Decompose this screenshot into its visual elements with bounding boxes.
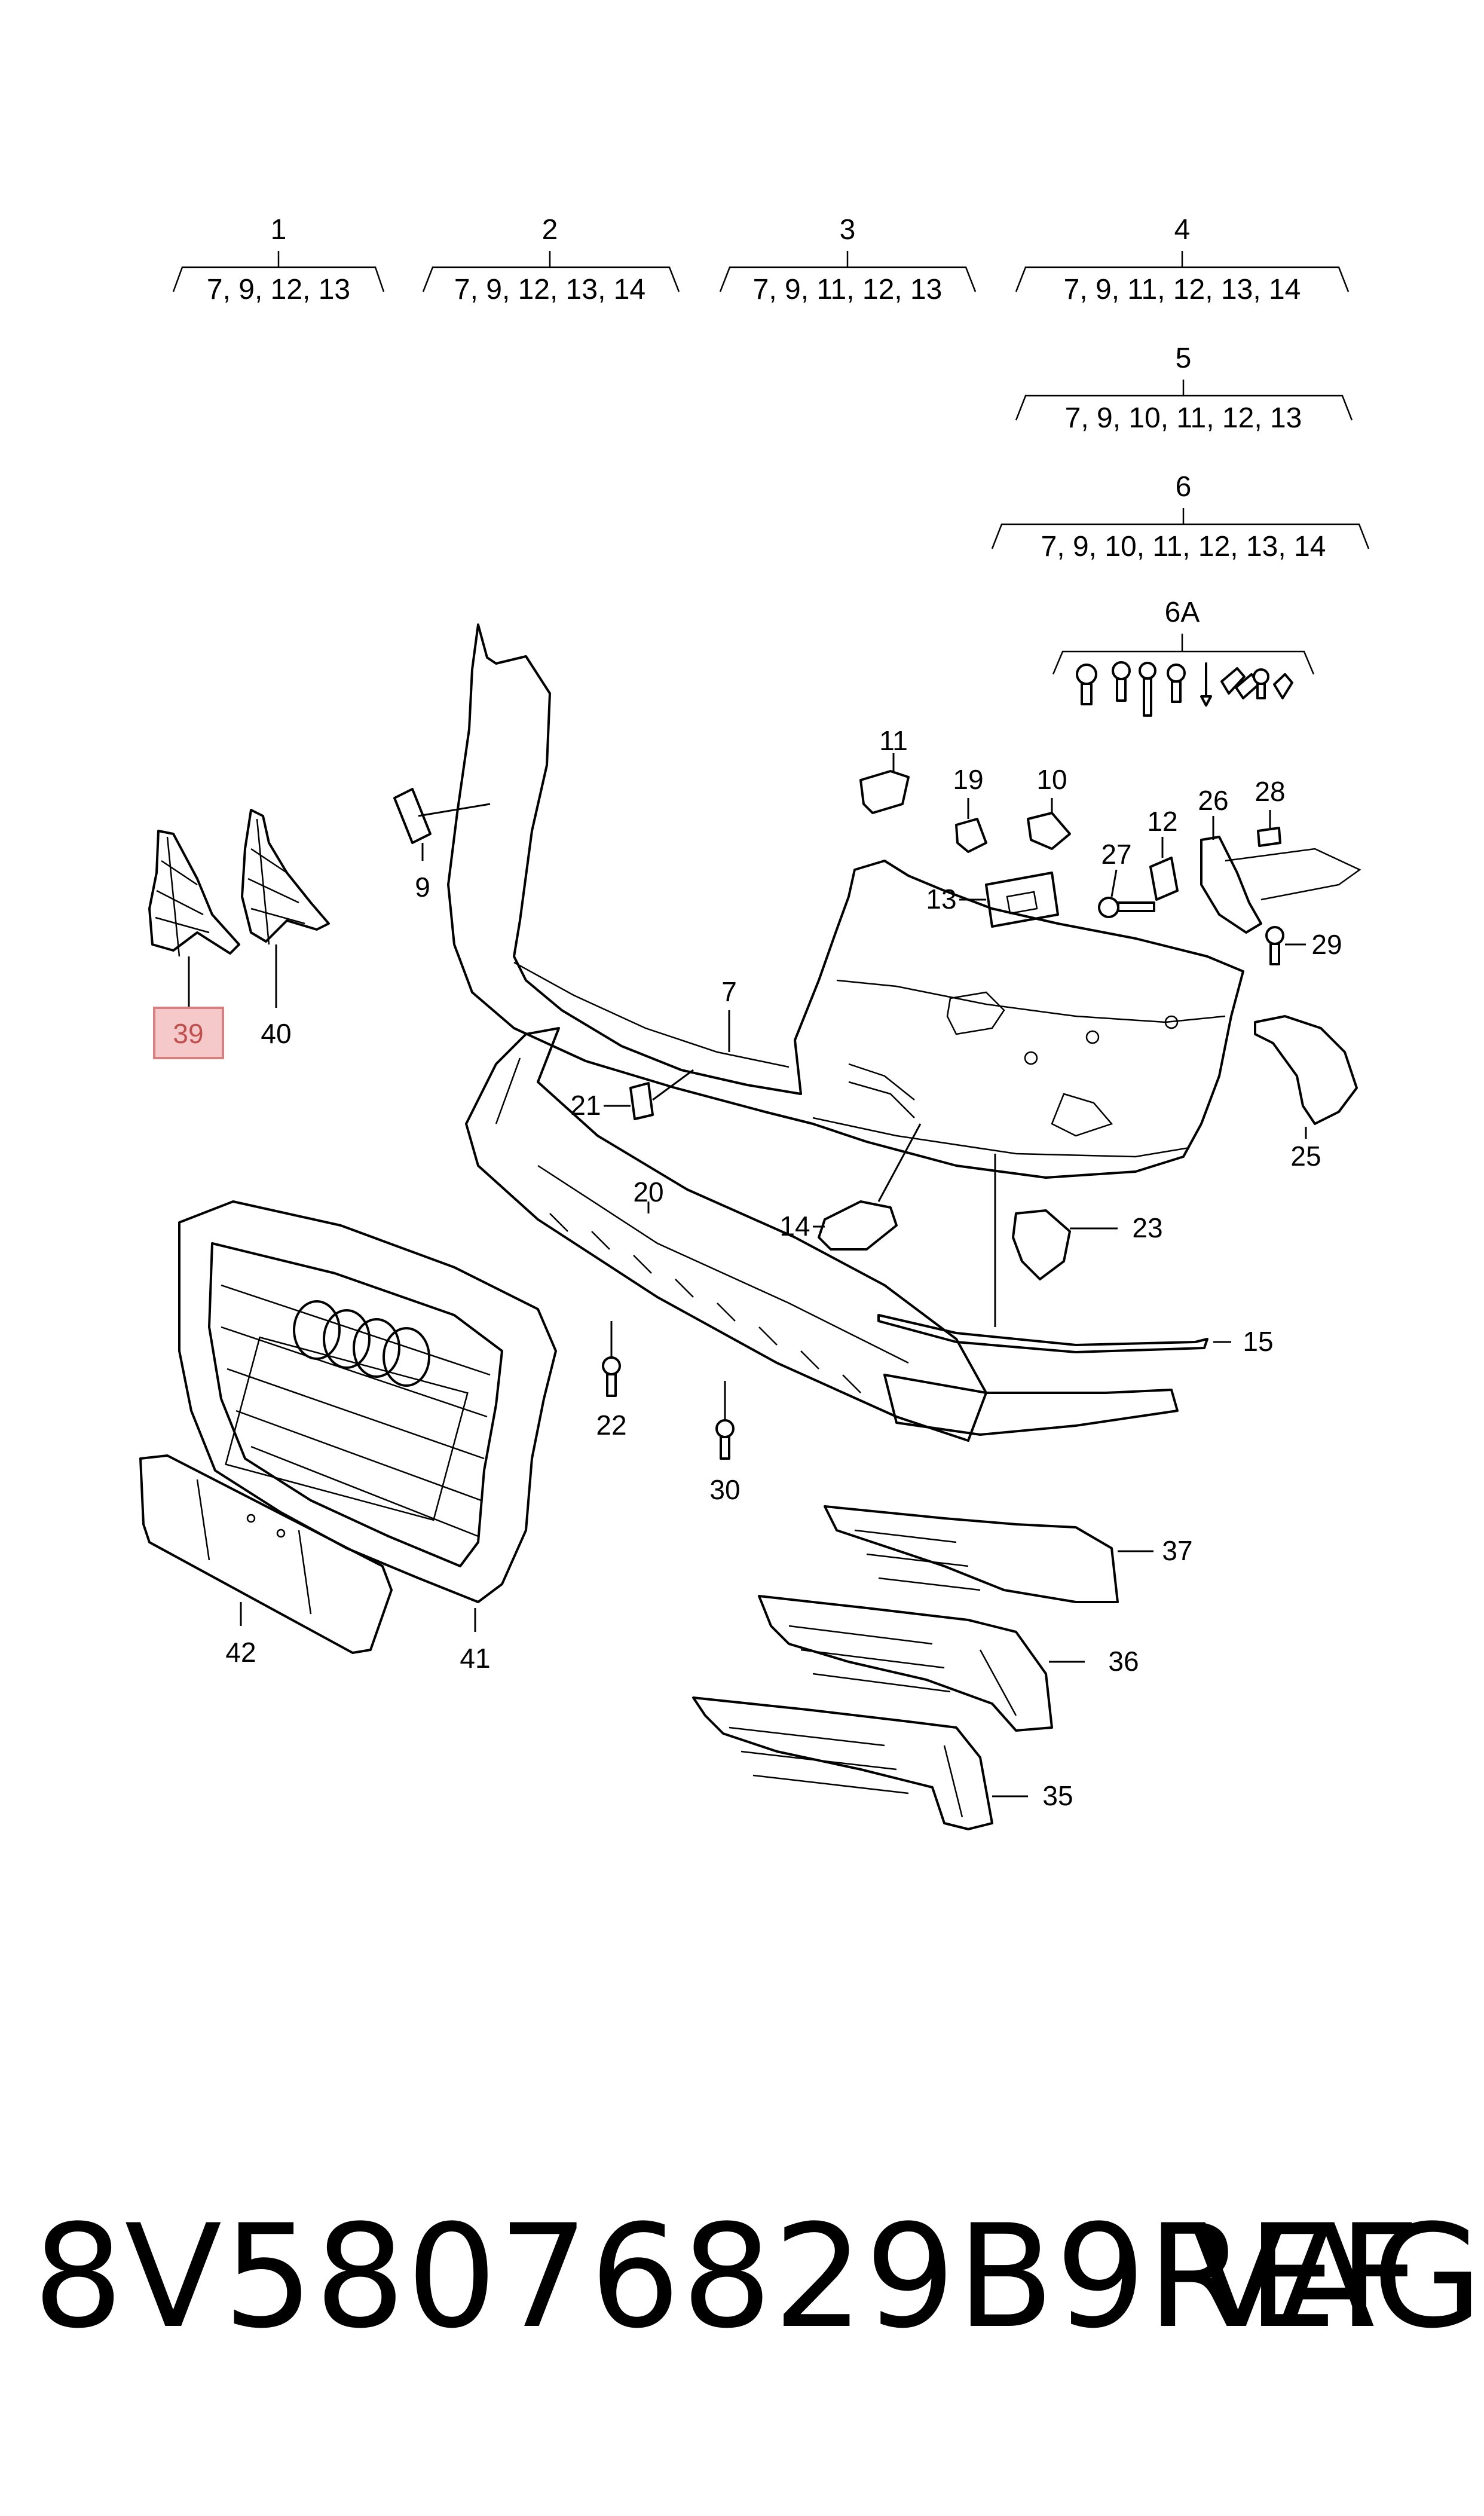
trim-strip-15[interactable]: [877, 1314, 1208, 1353]
grille-ring-4: [383, 1327, 430, 1387]
variant-group-5-contents: 7, 9, 10, 11, 12, 13: [1065, 402, 1302, 434]
variant-group-1-id: 1: [271, 214, 287, 246]
variant-group-2: 2 7, 9, 12, 13, 14: [422, 214, 680, 305]
bracket-part-26[interactable]: [1200, 836, 1361, 934]
part-label-35: 35: [1042, 1780, 1073, 1811]
variant-group-3-contents: 7, 9, 11, 12, 13: [753, 274, 943, 305]
cap-part-9[interactable]: [393, 788, 432, 844]
part-label-7: 7: [721, 976, 737, 1007]
part-label-27: 27: [1101, 839, 1131, 870]
variant-group-1-contents: 7, 9, 12, 13: [207, 274, 350, 305]
part-label-10: 10: [1036, 764, 1067, 795]
lower-trim-bar: [883, 1374, 1179, 1436]
brand-caption: VAG: [1189, 2194, 1483, 2360]
part-39-highlight: [153, 1007, 224, 1059]
clip-part-28[interactable]: [1257, 827, 1281, 847]
part-label-41: 41: [460, 1643, 490, 1674]
side-vent-39[interactable]: [148, 830, 240, 957]
part-label-23: 23: [1132, 1212, 1162, 1243]
part-label-42: 42: [225, 1637, 256, 1668]
part-label-40: 40: [261, 1018, 291, 1049]
part-label-9: 9: [415, 872, 430, 903]
variant-group-6-contents: 7, 9, 10, 11, 12, 13, 14: [1041, 531, 1326, 562]
variant-group-4: 4 7, 9, 11, 12, 13, 14: [1015, 214, 1350, 305]
screw-part-29[interactable]: [1265, 926, 1284, 965]
grille-ring-2: [323, 1309, 371, 1369]
variant-group-6: 6 7, 9, 10, 11, 12, 13, 14: [991, 471, 1370, 562]
variant-group-2-contents: 7, 9, 12, 13, 14: [454, 274, 645, 305]
hardware-group-6a: 6A: [1052, 597, 1315, 717]
side-vent-40[interactable]: [241, 809, 330, 945]
clip-part-21[interactable]: [629, 1082, 654, 1120]
part-label-14: 14: [779, 1210, 810, 1242]
variant-group-2-id: 2: [542, 214, 558, 246]
part-label-12: 12: [1147, 806, 1177, 837]
part-label-15: 15: [1243, 1326, 1273, 1357]
bumper-carrier-20[interactable]: [465, 1027, 987, 1442]
screws-and-clips-icon: [1076, 661, 1293, 717]
variant-group-5: 5 7, 9, 10, 11, 12, 13: [1015, 343, 1353, 434]
clip-part-10[interactable]: [1027, 812, 1071, 850]
part-code-caption: 8V58076829B9REF: [33, 2194, 1421, 2360]
bumper-cover-7[interactable]: [447, 623, 1244, 1179]
grille-ring-1: [293, 1300, 341, 1360]
part-label-29: 29: [1311, 929, 1342, 960]
part-label-11: 11: [879, 725, 908, 756]
bracket-part-12[interactable]: [1149, 857, 1179, 901]
part-label-30: 30: [709, 1474, 740, 1505]
screw-part-22[interactable]: [602, 1356, 621, 1397]
washer-cap-14[interactable]: [818, 1200, 898, 1251]
part-label-19: 19: [953, 764, 983, 795]
part-label-39: 39: [173, 1018, 203, 1049]
fog-grille-36[interactable]: [758, 1595, 1053, 1732]
part-label-37: 37: [1162, 1535, 1192, 1566]
variant-group-6-id: 6: [1176, 471, 1192, 503]
license-plate-bracket-42[interactable]: [139, 1454, 393, 1654]
clip-part-19[interactable]: [955, 818, 987, 853]
screw-part-30[interactable]: [715, 1419, 735, 1460]
side-bracket-25[interactable]: [1254, 1015, 1358, 1125]
leader-27: [1110, 869, 1118, 897]
part-label-13: 13: [926, 883, 956, 915]
variant-group-5-id: 5: [1176, 343, 1192, 374]
part-label-28: 28: [1254, 776, 1285, 807]
variant-group-3: 3 7, 9, 11, 12, 13: [719, 214, 977, 305]
part-label-36: 36: [1108, 1646, 1139, 1677]
variant-group-1: 1 7, 9, 12, 13: [172, 214, 385, 305]
bracket-part-11[interactable]: [859, 770, 910, 814]
hardware-group-id: 6A: [1165, 597, 1200, 628]
bracket-part-23[interactable]: [1012, 1209, 1071, 1280]
leader-14: [813, 1123, 922, 1228]
leader-21: [604, 1069, 694, 1107]
grille-ring-3: [353, 1318, 400, 1378]
leader-15: [994, 1154, 1231, 1343]
part-label-25: 25: [1290, 1141, 1321, 1172]
variant-group-3-id: 3: [840, 214, 856, 246]
front-grille-41[interactable]: [178, 1200, 557, 1603]
fog-grille-37[interactable]: [824, 1505, 1119, 1603]
leader-9: [418, 803, 491, 861]
tow-hook-cover-13[interactable]: [985, 872, 1059, 928]
bolt-part-27[interactable]: [1098, 897, 1155, 918]
part-label-20: 20: [633, 1176, 663, 1207]
variant-group-4-contents: 7, 9, 11, 12, 13, 14: [1064, 274, 1301, 305]
fog-grille-35[interactable]: [692, 1696, 993, 1830]
part-label-26: 26: [1198, 785, 1228, 816]
part-label-22: 22: [596, 1410, 626, 1441]
variant-group-4-id: 4: [1174, 214, 1191, 246]
